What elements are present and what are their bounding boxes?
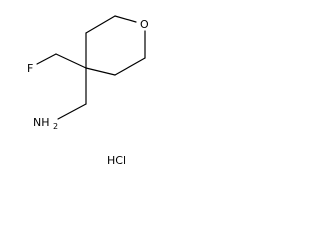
bond-c6-c5-lower xyxy=(114,57,146,76)
fluorine-atom-label: F xyxy=(27,62,33,75)
oxygen-atom-label: O xyxy=(140,18,149,31)
bond-ch2-nitrogen xyxy=(57,103,87,120)
amine-subscript-text: 2 xyxy=(53,122,58,131)
bond-c2-oxygen-upper xyxy=(114,15,137,23)
bond-c3-c2-upper xyxy=(85,15,116,34)
amine-nh-text: NH xyxy=(33,116,50,129)
bond-c4-ch2-fluoro xyxy=(55,53,87,69)
bond-ch2-fluorine xyxy=(36,53,57,65)
amine-group-label: NH 2 xyxy=(33,116,58,131)
bond-lines xyxy=(36,15,146,120)
chemical-structure-diagram: O F NH 2 HCl xyxy=(27,15,149,167)
hydrochloride-salt-label: HCl xyxy=(107,154,126,167)
bond-c5-c4-lower xyxy=(85,67,116,76)
